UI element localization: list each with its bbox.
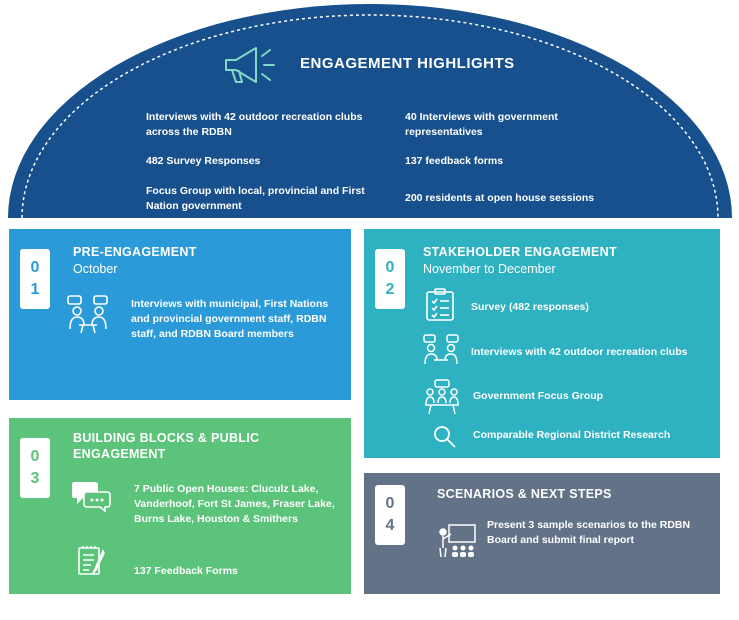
phase-number-bottom: 1 (30, 281, 40, 298)
phase-number-top: 0 (385, 259, 395, 276)
phase-title-line2: ENGAGEMENT (73, 447, 166, 461)
highlight-item: Focus Group with local, provincial and F… (146, 185, 365, 212)
megaphone-icon (225, 47, 275, 83)
phase-item-text: Government Focus Group (473, 390, 604, 402)
phase-item-text: 7 Public Open Houses: Cluculz Lake, Vand… (134, 483, 335, 525)
phase-number-top: 0 (30, 259, 40, 276)
phase-panel-scenarios: 0 4 SCENARIOS & NEXT STEPS Present 3 sam… (364, 473, 720, 594)
phase-title: SCENARIOS & NEXT STEPS (437, 487, 612, 501)
search-icon (434, 426, 456, 448)
phase-title: BUILDING BLOCKS & PUBLIC (73, 431, 260, 445)
highlight-item: 40 Interviews with government representa… (405, 111, 558, 138)
phase-number-top: 0 (30, 448, 40, 465)
phase-number-bottom: 2 (385, 281, 395, 298)
phase-item-text: Present 3 sample scenarios to the RDBN B… (487, 519, 691, 546)
phase-number-badge: 0 3 (20, 438, 50, 498)
phase-item-text: Survey (482 responses) (471, 301, 589, 313)
phase-item-text: Interviews with municipal, First Nations… (131, 298, 329, 340)
phase-title: STAKEHOLDER ENGAGEMENT (423, 245, 617, 259)
phase-item-text: Comparable Regional District Research (473, 429, 671, 441)
interview-icon (423, 334, 459, 365)
phase-panel-building-blocks: 0 3 BUILDING BLOCKS & PUBLIC ENGAGEMENT … (9, 418, 351, 594)
phase-title: PRE-ENGAGEMENT (73, 245, 197, 259)
form-icon (78, 546, 105, 575)
presentation-icon (439, 524, 476, 558)
phase-number-bottom: 4 (385, 517, 395, 534)
highlights-dome (8, 4, 732, 219)
highlight-item: 137 feedback forms (405, 155, 504, 167)
highlights-title: ENGAGEMENT HIGHLIGHTS (300, 55, 515, 72)
phase-subtitle: November to December (423, 262, 556, 276)
phase-number-badge: 0 1 (20, 249, 50, 309)
highlight-item: 482 Survey Responses (146, 155, 261, 167)
phase-number-bottom: 3 (30, 470, 40, 487)
phase-number-badge: 0 4 (375, 485, 405, 545)
phase-number-top: 0 (385, 495, 395, 512)
phase-number-badge: 0 2 (375, 249, 405, 309)
phase-item-text: Interviews with 42 outdoor recreation cl… (471, 346, 688, 358)
phase-item-text: 137 Feedback Forms (134, 565, 238, 577)
phase-panel-pre-engagement: 0 1 PRE-ENGAGEMENT October Interviews wi… (9, 229, 351, 400)
chat-icon (72, 482, 111, 512)
highlight-item: Interviews with 42 outdoor recreation cl… (146, 111, 363, 138)
meeting-icon (67, 295, 108, 334)
group-icon (425, 379, 459, 415)
survey-icon (426, 288, 454, 321)
phase-subtitle: October (73, 262, 118, 276)
phase-panel-stakeholder-engagement: 0 2 STAKEHOLDER ENGAGEMENT November to D… (364, 229, 720, 458)
highlight-item: 200 residents at open house sessions (405, 192, 595, 204)
